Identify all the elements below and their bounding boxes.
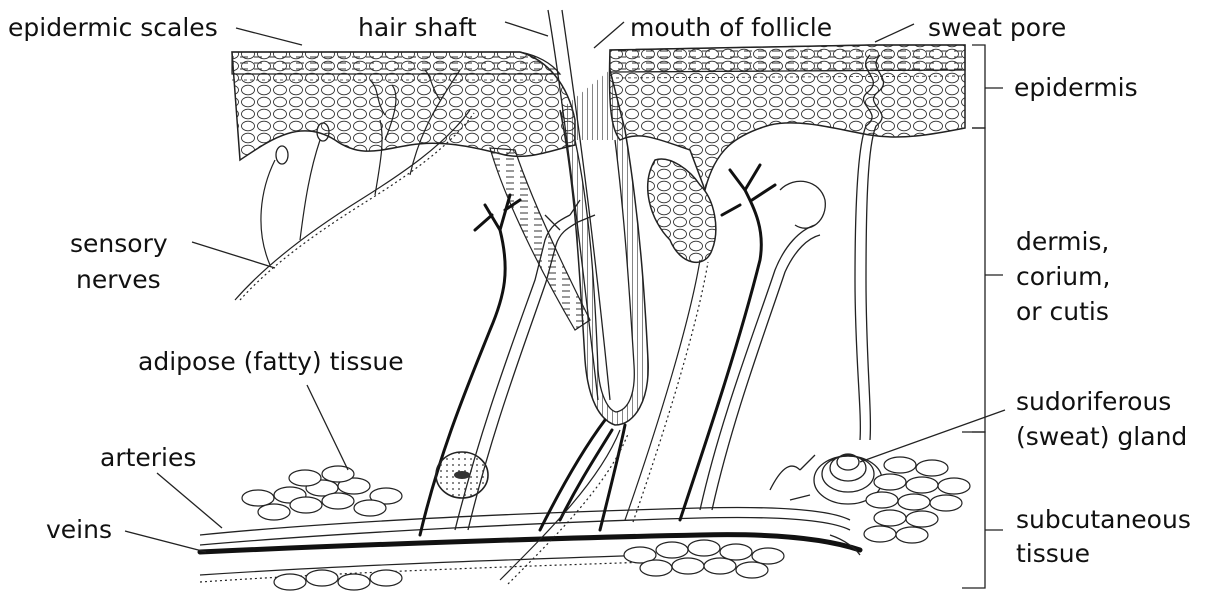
label-epidermic-scales: epidermic scales <box>8 13 218 42</box>
label-arteries: arteries <box>100 443 196 472</box>
layer-brackets <box>962 45 1003 588</box>
label-adipose-tissue: adipose (fatty) tissue <box>138 347 404 376</box>
label-veins: veins <box>46 515 112 544</box>
label-corium: corium, <box>1016 262 1110 291</box>
label-or-cutis: or cutis <box>1016 297 1109 326</box>
label-sensory: sensory <box>70 229 168 258</box>
label-sweat-pore: sweat pore <box>928 13 1066 42</box>
label-subcutaneous: subcutaneous <box>1016 505 1191 534</box>
label-sudoriferous: sudoriferous <box>1016 387 1171 416</box>
label-sweat-gland: (sweat) gland <box>1016 422 1187 451</box>
label-dermis: dermis, <box>1016 227 1109 256</box>
label-tissue: tissue <box>1016 539 1090 568</box>
label-nerves: nerves <box>76 265 161 294</box>
label-hair-shaft: hair shaft <box>358 13 477 42</box>
label-mouth-of-follicle: mouth of follicle <box>630 13 832 42</box>
label-epidermis: epidermis <box>1014 73 1138 102</box>
